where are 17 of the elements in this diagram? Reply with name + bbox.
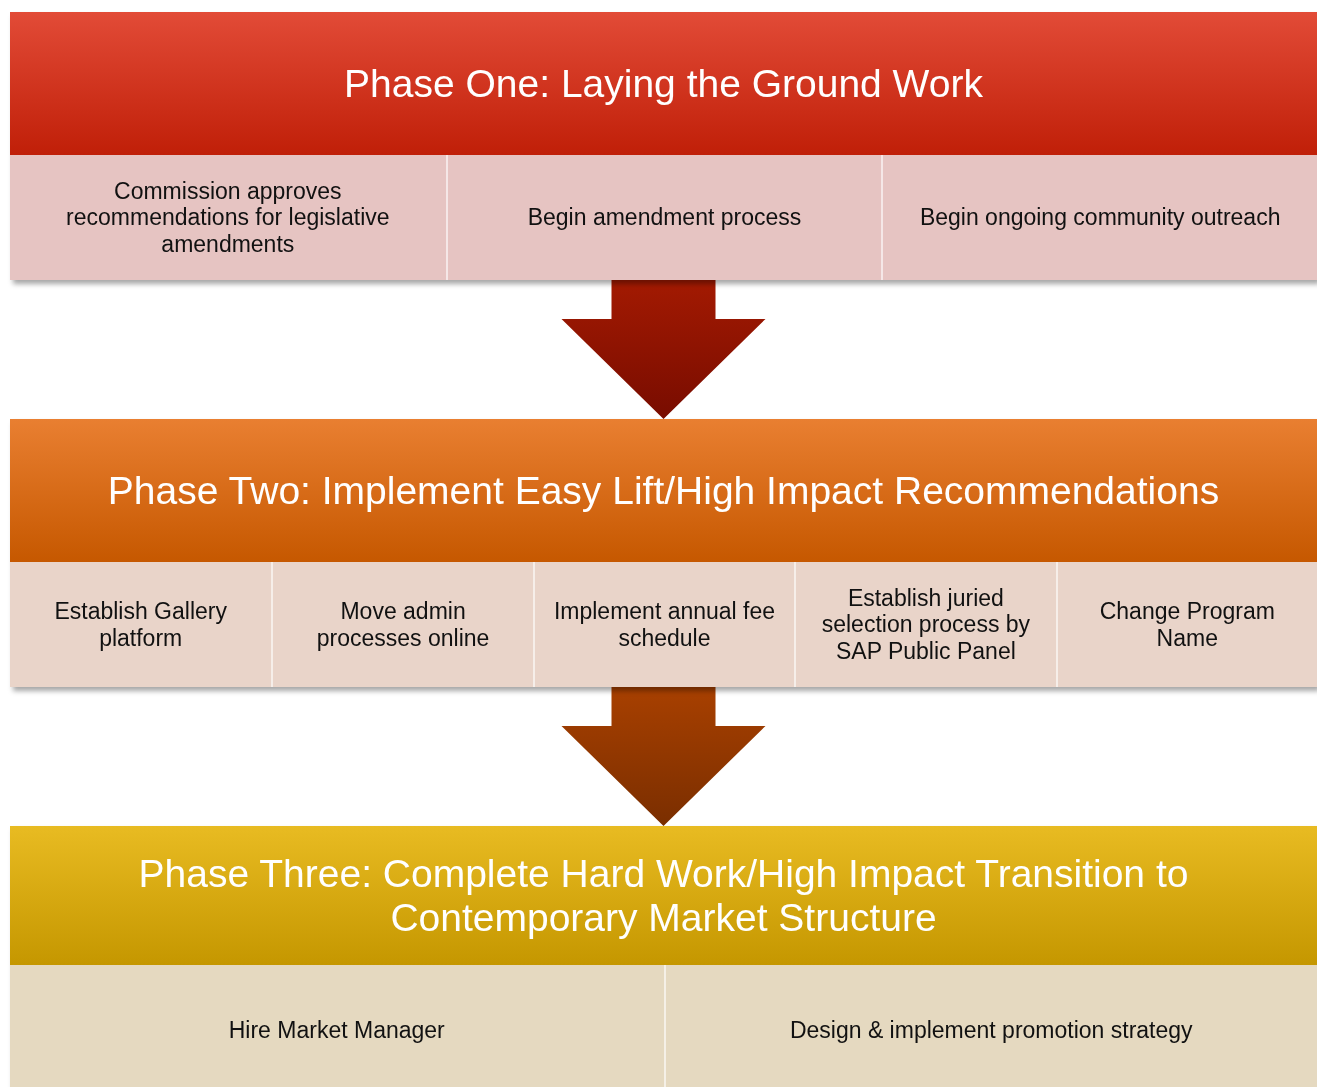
- block-arrow: [561, 280, 766, 419]
- task-cell: Establish juried selection process by SAP Public Panel: [794, 562, 1056, 687]
- task-cell: Begin ongoing community outreach: [881, 155, 1317, 280]
- task-cell: Commission approves recommendations for legislative amendments: [10, 155, 446, 280]
- phase-panel: [10, 419, 1317, 687]
- phase-title: Phase One: Laying the Ground Work: [344, 61, 983, 106]
- phase-panel: [10, 12, 1317, 280]
- phase-title: Phase Three: Complete Hard Work/High Impact Transition to Contemporary Market Structure: [137, 851, 1190, 940]
- phase-panel: [10, 826, 1317, 1087]
- task-cell: Change Program Name: [1055, 562, 1317, 687]
- task-cell: Move admin processes online: [271, 562, 533, 687]
- task-cell: Implement annual fee schedule: [532, 562, 795, 687]
- block-arrow: [561, 687, 766, 826]
- task-cell: Establish Gallery platform: [10, 562, 272, 687]
- task-cell: Design & implement promotion strategy: [663, 965, 1317, 1087]
- phase-title: Phase Two: Implement Easy Lift/High Impact Recommendations: [107, 468, 1220, 513]
- task-cell: Begin amendment process: [445, 155, 882, 280]
